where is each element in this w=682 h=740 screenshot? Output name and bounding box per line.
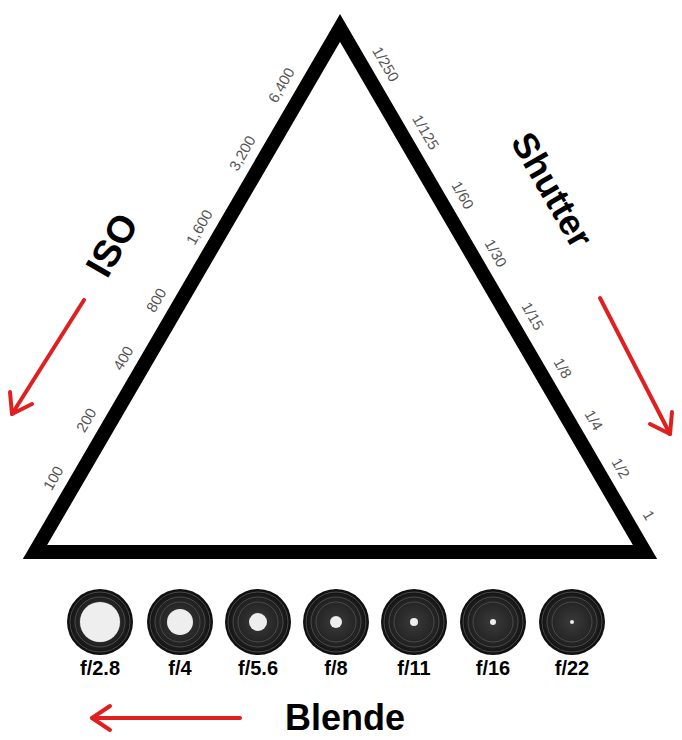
- iso-value: 400: [110, 343, 136, 372]
- shutter-value: 1/60: [449, 179, 477, 212]
- lens-body: [225, 589, 291, 655]
- aperture-arrow: [92, 716, 240, 720]
- lens-ring: [384, 592, 444, 652]
- axis-title: ISO: [79, 207, 145, 283]
- iso-value: 800: [144, 285, 170, 314]
- aperture-value: f/5.6: [238, 658, 278, 678]
- aperture-icon: [381, 589, 447, 655]
- aperture-value: f/22: [555, 658, 589, 678]
- aperture-opening: [410, 618, 418, 626]
- aperture-value: f/11: [397, 658, 430, 678]
- lens-body: [67, 589, 133, 655]
- aperture-value: f/8: [324, 658, 347, 678]
- axis-title: Shutter: [505, 126, 599, 253]
- triangle-outline: [35, 28, 645, 552]
- lens-ring: [233, 597, 283, 647]
- lens-ring: [473, 602, 513, 642]
- aperture-opening: [330, 616, 342, 628]
- aperture-icon: [225, 589, 291, 655]
- aperture-icon: [67, 589, 133, 655]
- iso-arrow: [12, 300, 84, 414]
- lens-ring: [316, 602, 356, 642]
- shutter-value: 1/2: [610, 455, 633, 481]
- shutter-value: 1/30: [482, 236, 510, 269]
- lens-ring: [468, 597, 518, 647]
- aperture-icon: [147, 589, 213, 655]
- shutter-value: 1/15: [519, 299, 547, 332]
- axis-title: Blende: [285, 700, 405, 736]
- aperture-icon: [460, 589, 526, 655]
- shutter-value: 1: [640, 507, 657, 522]
- iso-value: 100: [40, 463, 66, 492]
- lens-ring: [542, 592, 602, 652]
- lens-body: [303, 589, 369, 655]
- shutter-value: 1/8: [552, 355, 575, 381]
- aperture-opening: [249, 613, 267, 631]
- lens-ring: [150, 592, 210, 652]
- lens-ring: [70, 592, 130, 652]
- aperture-value: f/2.8: [80, 658, 120, 678]
- aperture-arrowhead: [92, 706, 110, 730]
- lens-body: [539, 589, 605, 655]
- lens-ring: [463, 592, 523, 652]
- aperture-value: f/16: [476, 658, 510, 678]
- lens-body: [381, 589, 447, 655]
- iso-value: 200: [73, 406, 99, 435]
- lens-ring: [389, 597, 439, 647]
- aperture-icon: [539, 589, 605, 655]
- lens-ring: [80, 602, 120, 642]
- lens-ring: [75, 597, 125, 647]
- aperture-value: f/4: [168, 658, 191, 678]
- lens-ring: [394, 602, 434, 642]
- aperture-opening: [167, 609, 193, 635]
- lens-body: [460, 589, 526, 655]
- lens-ring: [228, 592, 288, 652]
- aperture-opening: [80, 602, 120, 642]
- lens-ring: [552, 602, 592, 642]
- lens-ring: [547, 597, 597, 647]
- iso-arrowhead: [10, 392, 32, 414]
- lens-ring: [155, 597, 205, 647]
- lens-ring: [238, 602, 278, 642]
- aperture-icon: [303, 589, 369, 655]
- shutter-arrowhead: [650, 412, 672, 434]
- lens-ring: [306, 592, 366, 652]
- aperture-opening: [570, 620, 574, 624]
- lens-ring: [311, 597, 361, 647]
- lens-body: [147, 589, 213, 655]
- shutter-arrow: [600, 298, 670, 434]
- shutter-value: 1/4: [582, 408, 605, 434]
- lens-ring: [160, 602, 200, 642]
- aperture-opening: [490, 619, 496, 625]
